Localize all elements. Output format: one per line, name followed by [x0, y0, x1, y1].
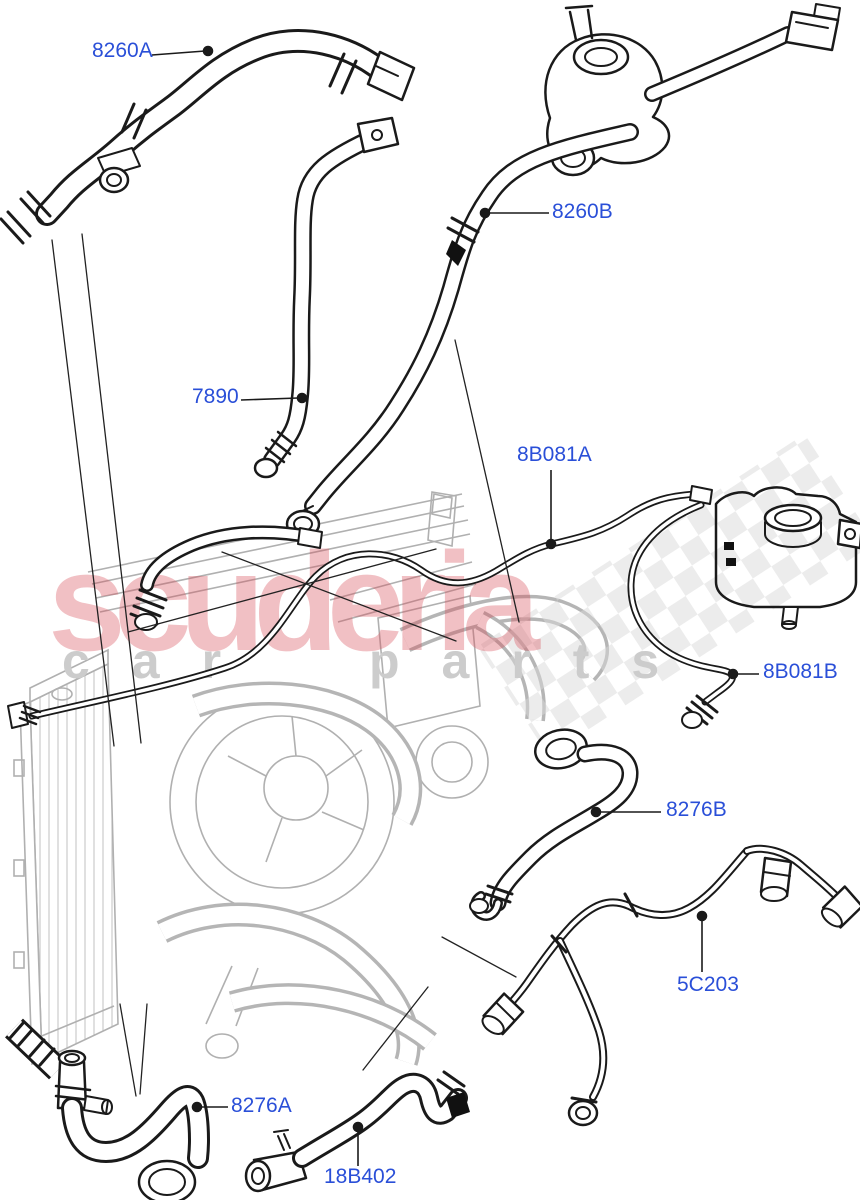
expansion-tank [714, 486, 860, 630]
hose-8276b [469, 728, 639, 921]
leader-lines [151, 45, 759, 1166]
part-label-18b402[interactable]: 18B402 [324, 1165, 397, 1188]
hose-18b402 [244, 1070, 470, 1193]
hose-8276a [5, 1018, 210, 1200]
part-label-8276b[interactable]: 8276B [666, 798, 727, 821]
part-label-8b081a[interactable]: 8B081A [517, 443, 592, 466]
watermark: scuderia car parts [48, 523, 701, 689]
part-label-8260b[interactable]: 8260B [552, 200, 613, 223]
engine-hose-stub [129, 525, 323, 631]
watermark-brand: scuderia [48, 523, 541, 680]
part-label-8276a[interactable]: 8276A [231, 1094, 292, 1117]
part-label-8260a[interactable]: 8260A [92, 39, 153, 62]
pointer-lines [51, 233, 520, 1097]
engine-radiator-assembly [13, 491, 609, 1066]
hose-8260a [0, 29, 416, 245]
checkered-flag-watermark [477, 434, 860, 756]
part-label-7890[interactable]: 7890 [192, 385, 239, 408]
hose-8260b [285, 3, 841, 539]
tube-8b081a [7, 485, 713, 729]
part-label-5c203[interactable]: 5C203 [677, 973, 739, 996]
watermark-subtitle: car parts [62, 633, 701, 689]
hose-7890 [253, 116, 400, 479]
part-label-8b081b[interactable]: 8B081B [763, 660, 838, 683]
fuel-lines-5c203 [481, 844, 860, 1127]
